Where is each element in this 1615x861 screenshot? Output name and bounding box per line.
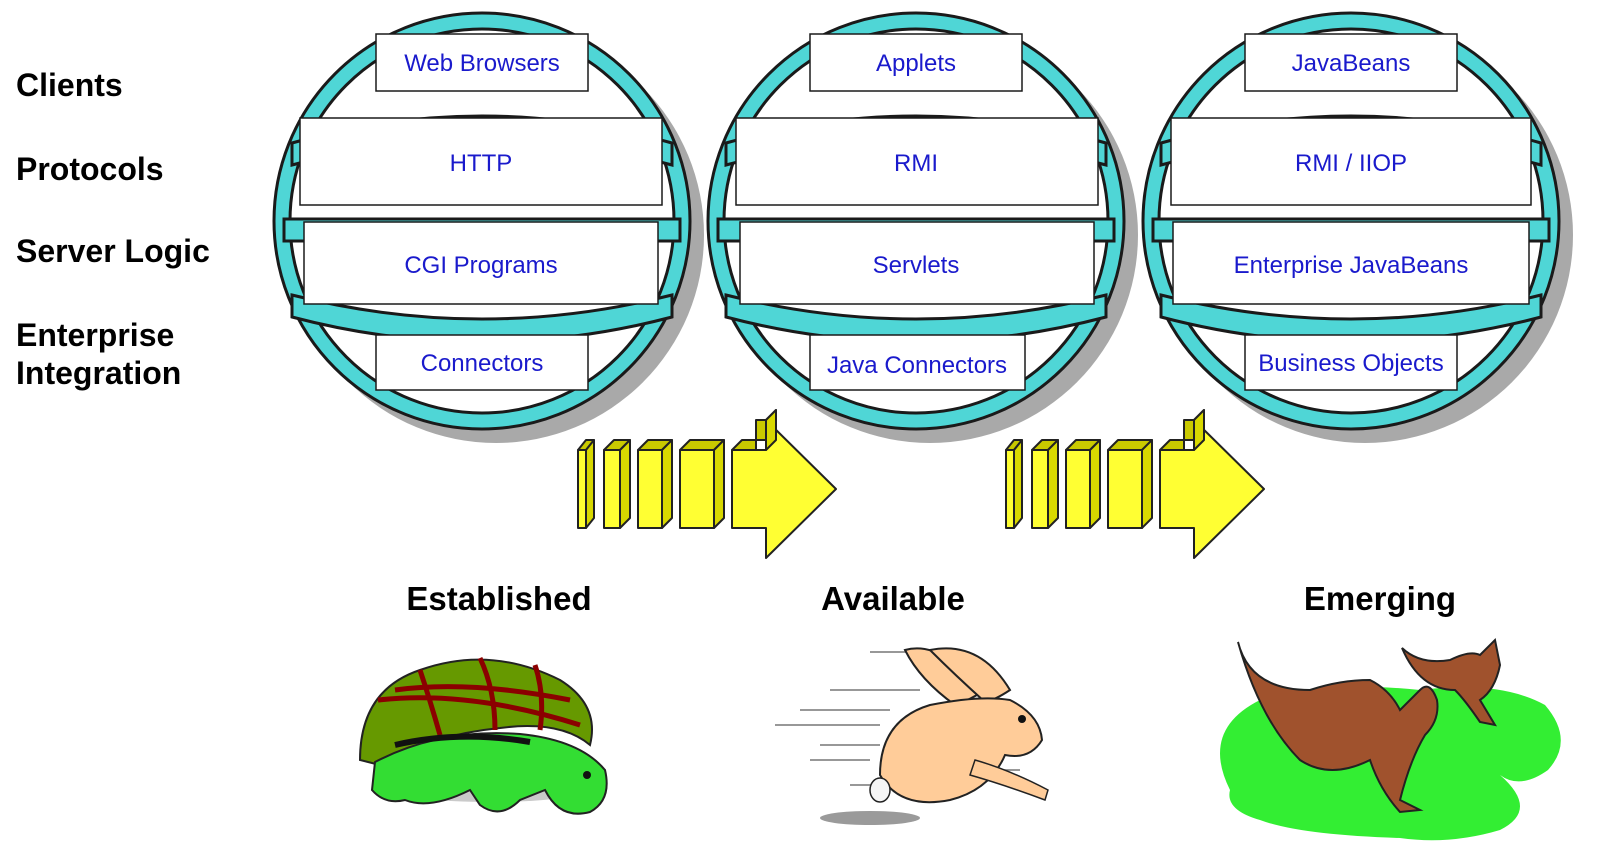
box-server-logic-2-label: Servlets — [873, 252, 960, 279]
box-protocols-1 — [299, 117, 663, 206]
box-integration-3-label: Business Objects — [1258, 350, 1443, 377]
row-label-clients: Clients — [16, 67, 123, 103]
box-clients-3-label: JavaBeans — [1292, 50, 1411, 77]
stage-emerging: Emerging — [1303, 580, 1457, 617]
box-server-logic-3-label: Enterprise JavaBeans — [1234, 252, 1469, 279]
column-emerging: JavaBeans RMI / IIOP Enterprise JavaBean… — [1141, 11, 1575, 445]
stage-available: Available — [821, 580, 965, 617]
box-clients-1-label: Web Browsers — [404, 50, 560, 77]
box-server-logic-1 — [303, 221, 659, 305]
row-label-enterprise-integration: Enterprise Integration — [16, 317, 182, 391]
box-server-logic-2 — [739, 221, 1095, 305]
box-protocols-2 — [735, 117, 1099, 206]
box-server-logic-3 — [1172, 221, 1530, 305]
box-clients-2 — [809, 33, 1023, 92]
box-clients-2-label: Applets — [876, 50, 956, 77]
box-integration-1-label: Connectors — [421, 350, 544, 377]
box-protocols-2-label: RMI — [894, 150, 938, 177]
box-integration-2 — [809, 334, 1026, 391]
box-protocols-3-label: RMI / IIOP — [1295, 150, 1407, 177]
box-server-logic-1-label: CGI Programs — [404, 252, 557, 279]
box-integration-3 — [1244, 334, 1458, 391]
rabbit-icon — [775, 647, 1049, 825]
stage-established: Established — [406, 580, 592, 617]
row-label-protocols: Protocols — [16, 151, 164, 187]
arrow-available-to-emerging — [1005, 409, 1265, 559]
box-integration-2-label: Java Connectors — [827, 352, 1007, 379]
turtle-icon — [358, 656, 608, 815]
box-integration-1 — [375, 334, 589, 391]
row-label-server-logic: Server Logic — [16, 233, 210, 269]
box-clients-1 — [375, 33, 589, 92]
box-protocols-3 — [1170, 117, 1532, 206]
column-established: Web Browsers HTTP CGI Programs Connector… — [272, 11, 706, 445]
arrow-established-to-available — [577, 409, 837, 559]
box-clients-3 — [1244, 33, 1458, 92]
column-available: Applets RMI Servlets Java Connectors — [706, 11, 1140, 445]
kangaroo-icon — [1220, 637, 1561, 841]
box-protocols-1-label: HTTP — [450, 150, 513, 177]
